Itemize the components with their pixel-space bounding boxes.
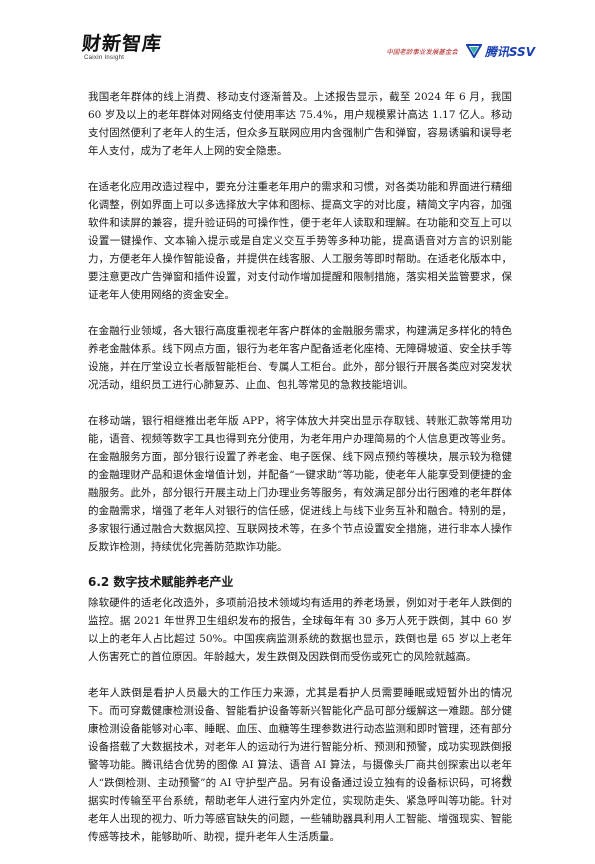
partner-logo-text: 腾讯SSV bbox=[484, 44, 535, 59]
page-body: 我国老年群体的线上消费、移动支付逐渐普及。上述报告显示，截至 2024 年 6 … bbox=[88, 88, 512, 864]
tencent-ssv-triangle-icon bbox=[465, 44, 482, 58]
paragraph: 在适老化应用改造过程中，要充分注重老年用户的需求和习惯，对各类功能和界面进行精细… bbox=[88, 181, 512, 301]
paragraph: 在金融行业领域，各大银行高度重视老年客户群体的金融服务需求，构建满足多样化的特色… bbox=[88, 325, 512, 391]
page-header: 财新智库 Caixin Insight 中国老龄事业发展基金会 腾讯SSV bbox=[0, 0, 595, 70]
caixin-insight-logo: 财新智库 Caixin Insight bbox=[80, 33, 164, 61]
logo-cn-text: 财新智库 bbox=[80, 33, 164, 55]
paragraph: 在移动端，银行相继推出老年版 APP，将字体放大并突出显示存取钱、转账汇款等常用… bbox=[88, 415, 512, 553]
partner-logos: 中国老龄事业发展基金会 腾讯SSV bbox=[386, 42, 535, 60]
paragraph: 我国老年群体的线上消费、移动支付逐渐普及。上述报告显示，截至 2024 年 6 … bbox=[88, 91, 512, 157]
paragraph: 老年人跌倒是看护人员最大的工作压力来源，尤其是看护人员需要睡眠或短暂外出的情况下… bbox=[88, 687, 512, 843]
page-number: 40 bbox=[502, 773, 511, 783]
paragraph: 除软硬件的适老化改造外，多项前沿技术领域均有适用的养老场景，例如对于老年人跌倒的… bbox=[88, 597, 512, 663]
logo-en-text: Caixin Insight bbox=[84, 55, 125, 61]
section-heading: 6.2 数字技术赋能养老产业 bbox=[88, 575, 234, 589]
partner-seal-text: 中国老龄事业发展基金会 bbox=[386, 48, 458, 56]
